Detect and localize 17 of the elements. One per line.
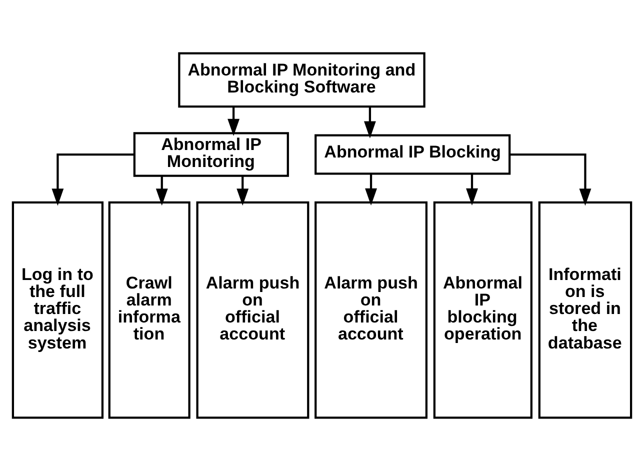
arrow bbox=[510, 153, 592, 206]
arrow bbox=[228, 106, 240, 136]
arrow bbox=[156, 176, 168, 206]
arrow bbox=[236, 176, 249, 206]
arrow bbox=[52, 153, 134, 206]
node-box: Crawl alarm informa tion bbox=[108, 201, 190, 419]
node-box: Abnormal IP Blocking bbox=[314, 134, 511, 175]
node-box: Alarm push on official account bbox=[196, 201, 310, 419]
node-box: Alarm push on official account bbox=[314, 201, 428, 419]
node-box: Informati on is stored in the database bbox=[538, 201, 632, 419]
arrow bbox=[364, 106, 376, 138]
node-box: Abnormal IP blocking operation bbox=[433, 201, 532, 419]
node-box: Abnormal IP Monitoring and Blocking Software bbox=[178, 52, 426, 108]
node-box: Log in to the full traffic analysis system bbox=[12, 201, 104, 419]
arrow bbox=[466, 174, 478, 206]
node-box: Abnormal IP Monitoring bbox=[133, 132, 289, 177]
arrow bbox=[365, 174, 377, 206]
